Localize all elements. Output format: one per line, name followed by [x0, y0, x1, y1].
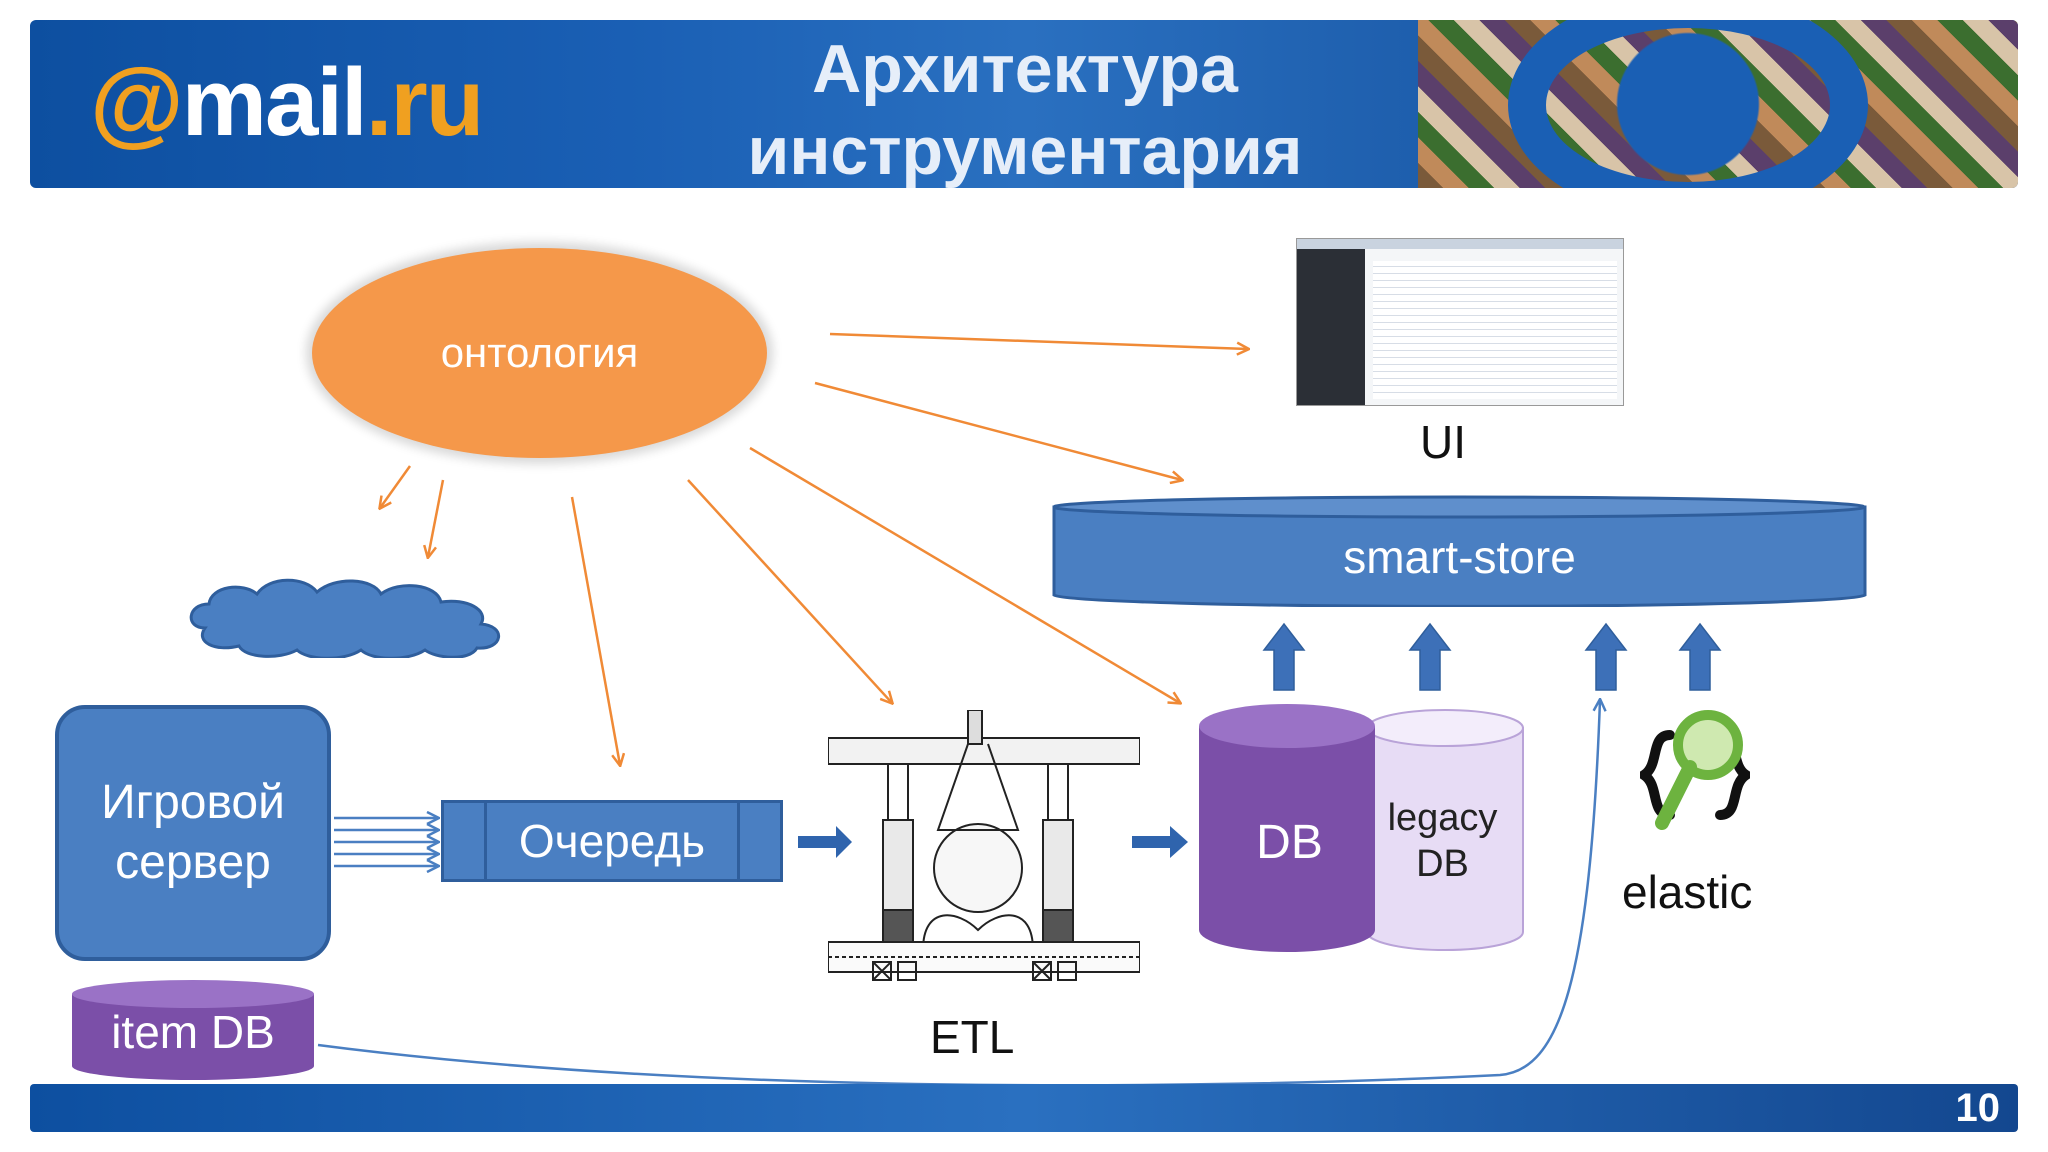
game-server-node: Игровой сервер [55, 705, 331, 961]
connector-itemdb-to-smartstore [317, 700, 1600, 1087]
ui-thumbnail-sidebar [1297, 239, 1365, 405]
ui-screenshot-thumbnail [1296, 238, 1624, 406]
ui-thumbnail-topbar [1297, 239, 1623, 249]
arrows-server-to-queue [334, 818, 438, 866]
slide-title-line1: Архитектура [812, 31, 1238, 107]
arrow-ontology-to-cloud [428, 479, 445, 557]
queue-segment-right [737, 803, 780, 879]
arrow-ontology-to-etl [687, 479, 892, 703]
queue-label: Очередь [518, 815, 706, 867]
header-bar [30, 20, 2018, 188]
arrow-ontology-to-ui [829, 332, 1248, 349]
cloud-shape [189, 578, 501, 658]
slide-title: Архитектура инструментария [700, 28, 1350, 192]
game-server-label-line2: сервер [115, 836, 271, 889]
etl-machine-illustration [828, 710, 1140, 981]
footer-bar [30, 1084, 2018, 1132]
item-db-cylinder [72, 980, 314, 1080]
elastic-label: elastic [1622, 866, 1753, 918]
smart-store-label: smart-store [1343, 531, 1576, 583]
elastic-magnifier-icon [1640, 710, 1750, 830]
db-label: DB [1256, 816, 1323, 869]
smart-store-node [1052, 495, 1867, 607]
ui-thumbnail-table [1373, 261, 1617, 399]
arrow-ontology-to-smartstore [814, 381, 1182, 480]
game-server-label-line1: Игровой [101, 776, 285, 829]
legacy-db-label: legacy DB [1387, 797, 1498, 885]
slide-title-line2: инструментария [747, 113, 1303, 189]
db-cylinder [1199, 704, 1375, 952]
arrow-ontology-left [380, 465, 412, 508]
arrow-etl-to-db [1132, 826, 1188, 858]
item-db-label: item DB [111, 1006, 275, 1058]
ui-label: UI [1420, 416, 1466, 468]
queue-segment-left [444, 803, 487, 879]
mailru-logo: @mail.ru [90, 49, 484, 156]
ontology-node: онтология [312, 248, 767, 458]
arrows-up-to-smartstore [1262, 622, 1722, 691]
page-number: 10 [1955, 1086, 2001, 1130]
arrow-ontology-to-queue [570, 496, 620, 765]
arrow-ontology-to-db [749, 446, 1180, 703]
queue-node: Очередь [441, 800, 783, 882]
header-photo-collage [1418, 20, 2018, 188]
arrow-queue-to-etl [798, 826, 852, 858]
db-cylinders [1199, 704, 1524, 952]
legacy-db-cylinder [1366, 709, 1524, 951]
etl-label: ETL [930, 1011, 1015, 1063]
